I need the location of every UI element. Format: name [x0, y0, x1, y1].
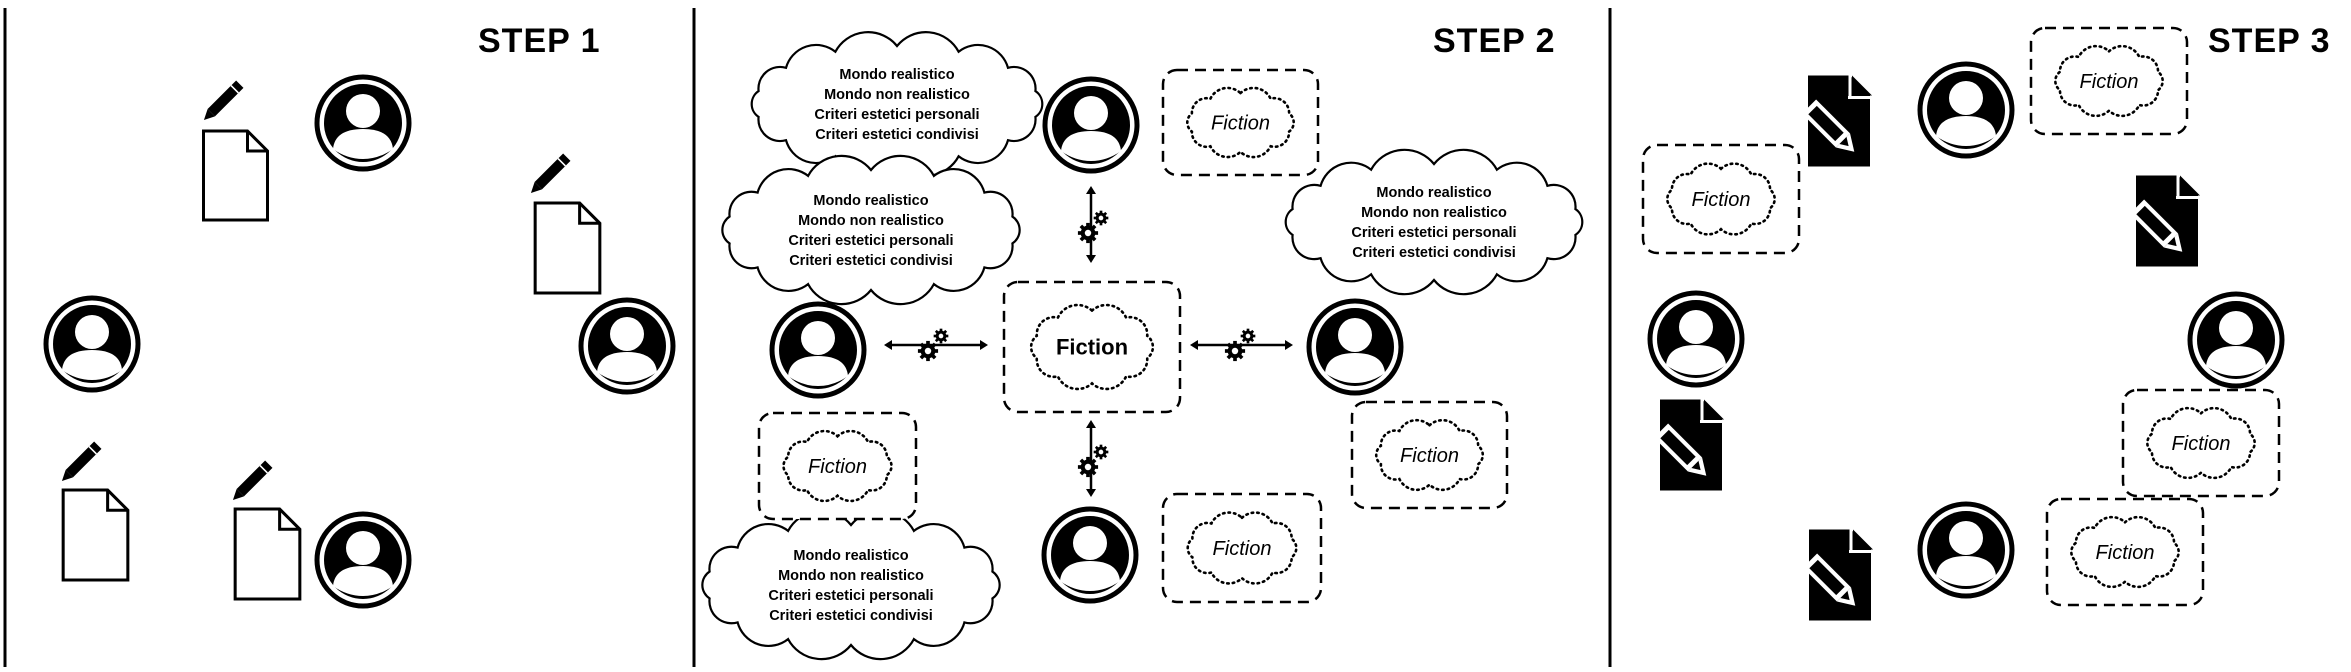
criteria-cloud-shape [1284, 148, 1584, 296]
criteria-line: Mondo realistico [839, 67, 954, 83]
fiction-label: Fiction [2172, 433, 2231, 455]
fiction-box: Fiction [2029, 26, 2189, 136]
gears-icon [1077, 210, 1109, 244]
criteria-line: Mondo realistico [793, 548, 908, 564]
step-1-title: STEP 1 [478, 22, 601, 60]
fiction-box: Fiction [1161, 68, 1320, 177]
document-edit-icon [1800, 72, 1876, 169]
fiction-cloud [1186, 511, 1298, 585]
fiction-label: Fiction [1692, 189, 1751, 211]
person-icon [1920, 504, 2012, 596]
gear-small-icon [1240, 328, 1256, 344]
criteria-line: Criteri estetici condivisi [789, 253, 953, 269]
person-icon [317, 77, 409, 169]
fiction-cloud [1186, 86, 1295, 159]
fiction-cloud [1374, 418, 1485, 492]
gears-icon [1077, 444, 1109, 478]
criteria-line: Mondo realistico [813, 193, 928, 209]
fiction-label: Fiction [1056, 335, 1128, 360]
gear-large-icon [917, 340, 939, 362]
step-2-title: STEP 2 [1433, 22, 1556, 60]
criteria-line: Mondo non realistico [1361, 205, 1507, 221]
person-icon [581, 300, 673, 392]
pencil-icon [527, 152, 572, 197]
gear-large-icon [1077, 456, 1099, 478]
criteria-cloud-shape [750, 31, 1044, 177]
fiction-label: Fiction [808, 456, 867, 478]
person-icon [1044, 509, 1136, 601]
person-icon [2190, 294, 2282, 386]
document-icon [233, 507, 302, 601]
criteria-line: Mondo non realistico [798, 213, 944, 229]
fiction-cloud [1666, 162, 1776, 236]
document-icon [533, 201, 602, 295]
person-icon [46, 298, 138, 390]
criteria-line: Mondo non realistico [824, 87, 970, 103]
fiction-cloud [1029, 303, 1155, 391]
criteria-line: Criteri estetici personali [788, 233, 953, 249]
criteria-line: Criteri estetici personali [768, 588, 933, 604]
document-edit-icon [1801, 526, 1877, 623]
criteria-line: Criteri estetici condivisi [815, 127, 979, 143]
document-edit-icon [2128, 172, 2204, 269]
fiction-box: Fiction [2121, 388, 2281, 498]
gear-small-icon [1093, 444, 1109, 460]
fiction-label: Fiction [2096, 542, 2155, 564]
gear-small-icon [1093, 210, 1109, 226]
fiction-box: Fiction [1350, 400, 1509, 510]
central-fiction-box: Fiction [1002, 280, 1182, 414]
fiction-label: Fiction [2080, 71, 2139, 93]
gear-large-icon [1224, 340, 1246, 362]
person-icon [1650, 293, 1742, 385]
person-icon [1309, 301, 1401, 393]
person-icon [1045, 79, 1137, 171]
document-edit-icon [1652, 396, 1728, 493]
gear-large-icon [1077, 222, 1099, 244]
double-arrow-icon [1086, 186, 1096, 263]
pencil-icon [58, 440, 103, 485]
fiction-cloud [782, 429, 893, 503]
criteria-cloud-shape [721, 154, 1021, 306]
step-1-panel [46, 77, 673, 606]
fiction-label: Fiction [1400, 445, 1459, 467]
fiction-cloud [2146, 406, 2256, 480]
fiction-box: Fiction [1161, 492, 1323, 604]
pencil-icon [200, 79, 245, 124]
fiction-cloud [2070, 515, 2180, 589]
criteria-line: Criteri estetici condivisi [769, 608, 933, 624]
fiction-box: Fiction [1641, 143, 1801, 255]
pencil-icon [229, 459, 274, 504]
person-icon [317, 514, 409, 606]
step-3-title: STEP 3 [2208, 22, 2331, 60]
fiction-label: Fiction [1211, 113, 1270, 135]
person-icon [772, 304, 864, 396]
document-icon [61, 488, 130, 582]
person-icon [1920, 64, 2012, 156]
fiction-cloud [2054, 44, 2164, 118]
criteria-line: Criteri estetici condivisi [1352, 245, 1516, 261]
document-icon [201, 129, 270, 222]
criteria-line: Criteri estetici personali [1351, 225, 1516, 241]
criteria-line: Criteri estetici personali [814, 107, 979, 123]
double-arrow-icon [1086, 420, 1096, 497]
criteria-line: Mondo non realistico [778, 568, 924, 584]
criteria-cloud-shape [701, 509, 1001, 661]
fiction-label: Fiction [1213, 538, 1272, 560]
criteria-line: Mondo realistico [1376, 185, 1491, 201]
gear-small-icon [933, 328, 949, 344]
fiction-box: Fiction [757, 411, 918, 521]
fiction-box: Fiction [2045, 497, 2205, 607]
